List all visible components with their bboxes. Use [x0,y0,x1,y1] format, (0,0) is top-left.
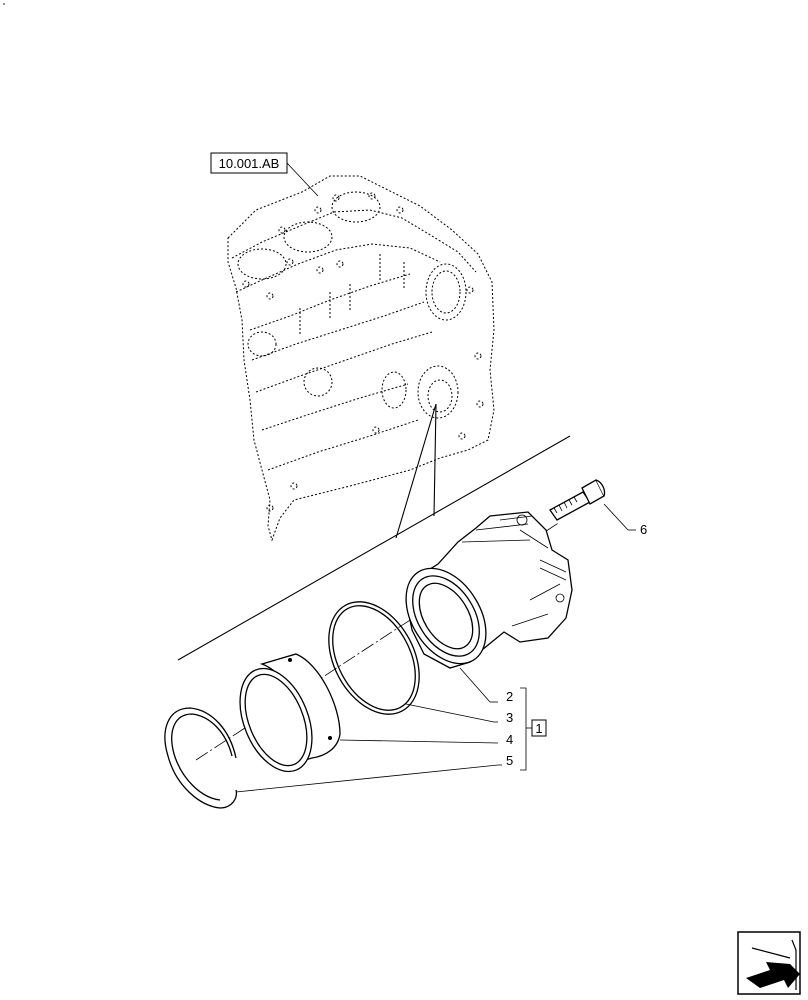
callout-5: 5 [506,753,513,768]
part-sleeve [239,653,341,773]
section-boundary-line [177,435,571,661]
part-bolt [549,479,606,521]
corner-mark [3,3,5,5]
callout-3: 3 [506,710,513,725]
part-housing [405,511,573,669]
group-callout-box [531,719,547,737]
callout-6: 6 [640,522,647,537]
callout-4: 4 [506,732,513,747]
part-o-ring [328,601,420,715]
reference-label: 10.001.AB [219,156,280,171]
callout-2: 2 [506,689,513,704]
detail-pointer [395,403,437,539]
part-snap-ring [164,707,238,809]
callout-leaders [235,503,636,793]
next-page-arrow-icon[interactable] [737,931,801,995]
reference-callout: 10.001.AB [210,152,319,197]
group-callout: 1 [535,721,542,736]
engine-block-phantom [227,175,495,542]
